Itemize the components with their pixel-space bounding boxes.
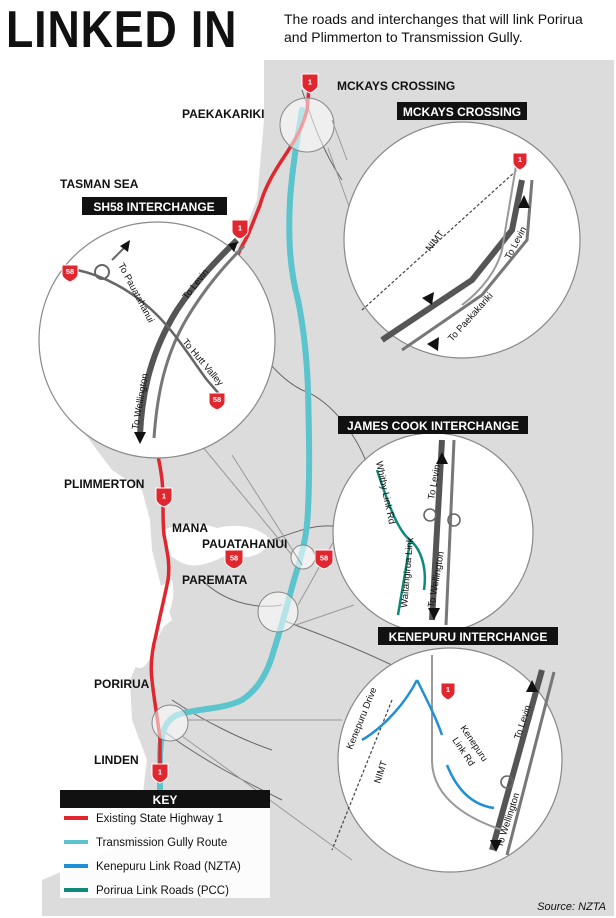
sh58-highway-2 <box>152 244 246 439</box>
sh58-shield-main: 58 <box>224 549 244 570</box>
sh58-road <box>76 268 221 396</box>
mckays-arrow-west <box>422 292 434 305</box>
svg-text:58: 58 <box>320 554 328 563</box>
inset-james-cook: JAMES COOK INTERCHANGE Whitby Link Rd Wa… <box>332 416 534 634</box>
sh58-banner-bg <box>82 197 227 215</box>
sh1-shield-north: 1 <box>301 73 319 94</box>
kenepuru-sh1-shield: 1 <box>440 682 456 701</box>
sh1-shield-linden: 1 <box>151 763 169 784</box>
kenepuru-drive-link <box>361 679 419 742</box>
inset-kenepuru: KENEPURU INTERCHANGE 1 Kenepuru Drive NI… <box>331 627 563 873</box>
label-porirua: PORIRUA <box>94 677 150 691</box>
james-cook-highway <box>429 439 445 621</box>
james-cook-roundabout-s <box>447 513 461 527</box>
sh1-shield-plimmerton: 1 <box>155 487 173 508</box>
mckays-highway-2 <box>401 179 534 352</box>
sh1-shield-paekakariki: 1 <box>231 219 249 240</box>
key-label-sh1: Existing State Highway 1 <box>96 813 223 825</box>
label-mckays-crossing: MCKAYS CROSSING <box>337 79 455 93</box>
james-cook-roundabout-n <box>423 508 437 522</box>
james-cook-arrow-levin <box>436 452 448 464</box>
inset-sh58-interchange: SH58 INTERCHANGE 58 58 To Pauatahanui To… <box>38 197 276 459</box>
key-label-porirua: Porirua Link Roads (PCC) <box>96 885 229 897</box>
label-mana: MANA <box>172 521 208 535</box>
page-title: LINKED IN <box>6 1 238 59</box>
label-paekakariki: PAEKAKARIKI <box>182 107 264 121</box>
svg-text:1: 1 <box>158 768 162 777</box>
kenepuru-arrow-levin <box>526 680 538 692</box>
james-cook-highway-2 <box>444 439 456 626</box>
kenepuru-banner: KENEPURU INTERCHANGE <box>389 630 548 644</box>
kenepuru-banner-bg <box>378 627 558 645</box>
sh58-arrow-north <box>120 240 130 252</box>
svg-text:1: 1 <box>238 224 242 233</box>
svg-text:1: 1 <box>518 155 522 164</box>
james-cook-banner: JAMES COOK INTERCHANGE <box>347 419 519 433</box>
svg-text:1: 1 <box>446 685 450 694</box>
label-linden: LINDEN <box>94 753 139 767</box>
sh58-arrow-wellington <box>134 432 146 444</box>
sh58-highway <box>137 237 240 436</box>
svg-text:58: 58 <box>66 267 74 276</box>
mckays-sh1-shield: 1 <box>512 152 528 171</box>
inset-mckays-crossing: MCKAYS CROSSING 1 NIMT To Levin To Paeka… <box>343 102 581 359</box>
svg-text:58: 58 <box>230 554 238 563</box>
kenepuru-roundabout <box>500 775 514 789</box>
key-heading: KEY <box>153 793 178 807</box>
kenepuru-highway <box>489 669 545 851</box>
page-subtitle: The roads and interchanges that will lin… <box>284 11 583 45</box>
mckays-locator-circle <box>279 97 335 153</box>
mckays-arrow-paekakariki <box>427 337 439 351</box>
mckays-highway <box>380 179 525 343</box>
sh58-shield-east: 58 <box>314 549 334 570</box>
mckays-banner: MCKAYS CROSSING <box>403 105 521 119</box>
label-pauatahanui: PAUATAHANUI <box>202 537 287 551</box>
kenepuru-link-road <box>445 764 495 810</box>
kenepuru-sh1 <box>431 655 503 831</box>
transmission-gully-route <box>157 107 313 793</box>
sh58-shield-inset-bottom: 58 <box>208 392 226 411</box>
sh58-shield-inset-top: 58 <box>61 264 79 283</box>
kenepuru-link-north <box>415 679 444 736</box>
kenepuru-locator-circle <box>151 704 189 742</box>
sh58-roundabout <box>94 264 110 280</box>
svg-text:58: 58 <box>213 395 221 404</box>
key-label-gully: Transmission Gully Route <box>96 837 227 849</box>
james-cook-locator-circle <box>290 544 316 570</box>
svg-text:1: 1 <box>308 78 312 87</box>
svg-text:1: 1 <box>162 492 166 501</box>
label-paremata: PAREMATA <box>182 573 248 587</box>
whitby-link-road <box>375 469 427 591</box>
sh58-arrow-levin <box>228 242 238 252</box>
mckays-existing-road <box>461 159 518 306</box>
label-tasman-sea: TASMAN SEA <box>60 177 139 191</box>
kenepuru-highway-2 <box>505 671 556 856</box>
map-key: KEY Existing State Highway 1 Transmissio… <box>60 790 270 898</box>
mckays-arrow-levin <box>518 195 530 208</box>
waitangirua-link-road <box>396 539 412 616</box>
sh58-banner: SH58 INTERCHANGE <box>93 200 214 214</box>
label-plimmerton: PLIMMERTON <box>64 477 144 491</box>
key-label-kenepuru: Kenepuru Link Road (NZTA) <box>96 861 241 873</box>
kenepuru-arrow-wellington <box>490 840 502 852</box>
james-cook-arrow-wellington <box>428 608 440 620</box>
james-cook-banner-bg <box>338 416 528 434</box>
map: MCKAYS CROSSING PAEKAKARIKI TASMAN SEA P… <box>38 60 614 916</box>
key-heading-bg <box>60 790 270 808</box>
source-note: Source: NZTA <box>537 901 606 913</box>
paremata-locator-circle <box>257 591 299 633</box>
mckays-banner-bg <box>397 102 527 120</box>
